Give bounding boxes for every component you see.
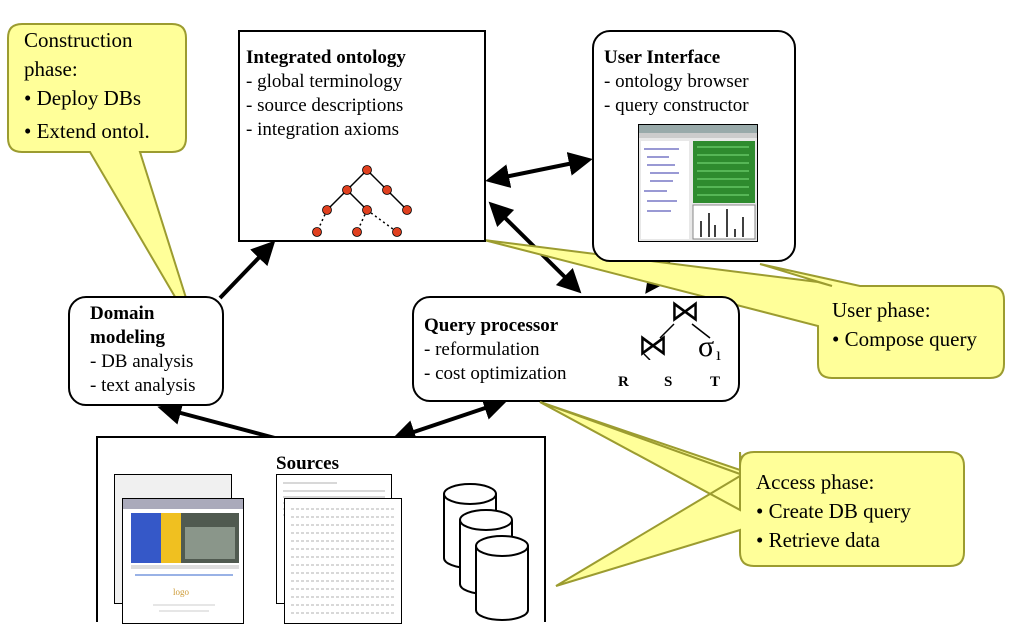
join-symbol-top: ⋈	[670, 295, 700, 328]
ui-item: - query constructor	[604, 95, 749, 116]
domain-title: Domain	[90, 303, 155, 324]
select-symbol: σ	[698, 330, 715, 363]
web-page-image: logo	[122, 498, 244, 624]
construction-callout-shape	[7, 23, 199, 337]
database-icons	[443, 483, 529, 621]
ontology-tree-icon	[312, 165, 412, 237]
relation-label: R	[618, 374, 629, 390]
user-bullet: • Compose query	[832, 327, 978, 351]
domain-item: - DB analysis	[90, 351, 194, 372]
document-page-image	[284, 498, 402, 624]
join-symbol-lower: ⋈	[638, 329, 668, 362]
access-bullet: • Retrieve data	[756, 528, 880, 552]
join-tree-icon	[643, 323, 711, 360]
ui-screenshot-image	[638, 124, 758, 242]
ontology-item: - integration axioms	[246, 119, 400, 140]
domain-title: modeling	[90, 327, 165, 348]
arrow-ontology-ui	[485, 152, 593, 188]
ontology-title: Integrated ontology	[246, 47, 406, 68]
construction-callout: Construction phase: • Deploy DBs • Exten…	[12, 20, 162, 152]
ontology-box: Integrated ontology - global terminology…	[238, 30, 486, 242]
arrow-domain-ontology	[218, 240, 276, 300]
query-title: Query processor	[424, 315, 559, 336]
user-interface-box: User Interface - ontology browser - quer…	[592, 30, 796, 262]
construction-bullet: • Extend ontol.	[24, 119, 150, 143]
ui-title: User Interface	[604, 47, 721, 68]
domain-item: - text analysis	[90, 375, 196, 396]
sources-box: Sources logo	[96, 436, 546, 624]
sources-title: Sources	[276, 453, 339, 474]
arrow-sources-domain	[157, 401, 276, 440]
domain-modeling-box: Domain modeling - DB analysis - text ana…	[68, 296, 224, 406]
construction-bullet: • Deploy DBs	[24, 86, 142, 110]
construction-heading: Construction	[24, 28, 133, 52]
ui-item: - ontology browser	[604, 71, 749, 92]
svg-text:logo: logo	[173, 587, 190, 597]
ontology-item: - source descriptions	[246, 95, 404, 116]
relation-label: S	[664, 374, 673, 390]
arrow-sources-query	[391, 396, 508, 444]
ontology-item: - global terminology	[246, 71, 403, 92]
user-callout-shape	[483, 239, 1005, 379]
construction-heading: phase:	[24, 57, 78, 81]
relation-label: T	[710, 374, 721, 390]
access-heading: Access phase:	[756, 470, 875, 494]
query-item: - cost optimization	[424, 363, 567, 384]
access-callout: Access phase: • Create DB query • Retrie…	[744, 462, 923, 561]
select-subscript: ı	[716, 344, 722, 364]
user-heading: User phase:	[832, 298, 931, 322]
query-item: - reformulation	[424, 339, 540, 360]
query-processor-box: Query processor - reformulation - cost o…	[412, 295, 740, 402]
user-callout: User phase: • Compose query	[820, 290, 989, 360]
access-bullet: • Create DB query	[756, 499, 911, 523]
